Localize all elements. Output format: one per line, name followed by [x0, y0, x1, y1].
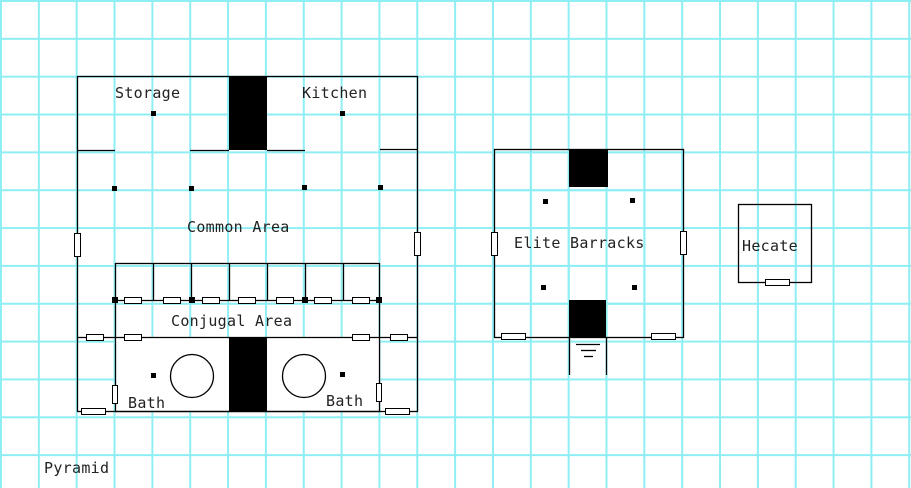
markers: [112, 111, 383, 378]
room-label-storage: Storage: [115, 84, 181, 102]
bath-tub-right: [281, 353, 327, 399]
doors: [74, 232, 421, 415]
room-label-conjugal-area: Conjugal Area: [171, 312, 293, 330]
room-label-elite-barracks: Elite Barracks: [514, 234, 645, 252]
hecate-building: [737, 203, 813, 286]
room-label-common-area: Common Area: [187, 218, 290, 236]
map-title: Pyramid: [44, 459, 110, 477]
pillars: [229, 76, 267, 412]
bath-tub-left: [169, 353, 215, 399]
room-label-bath-left: Bath: [128, 394, 166, 412]
stairs-down-icon: [568, 337, 608, 375]
room-label-hecate: Hecate: [742, 237, 798, 255]
room-label-bath-right: Bath: [326, 392, 364, 410]
room-label-kitchen: Kitchen: [302, 84, 368, 102]
elite-barracks-building: [491, 148, 687, 375]
